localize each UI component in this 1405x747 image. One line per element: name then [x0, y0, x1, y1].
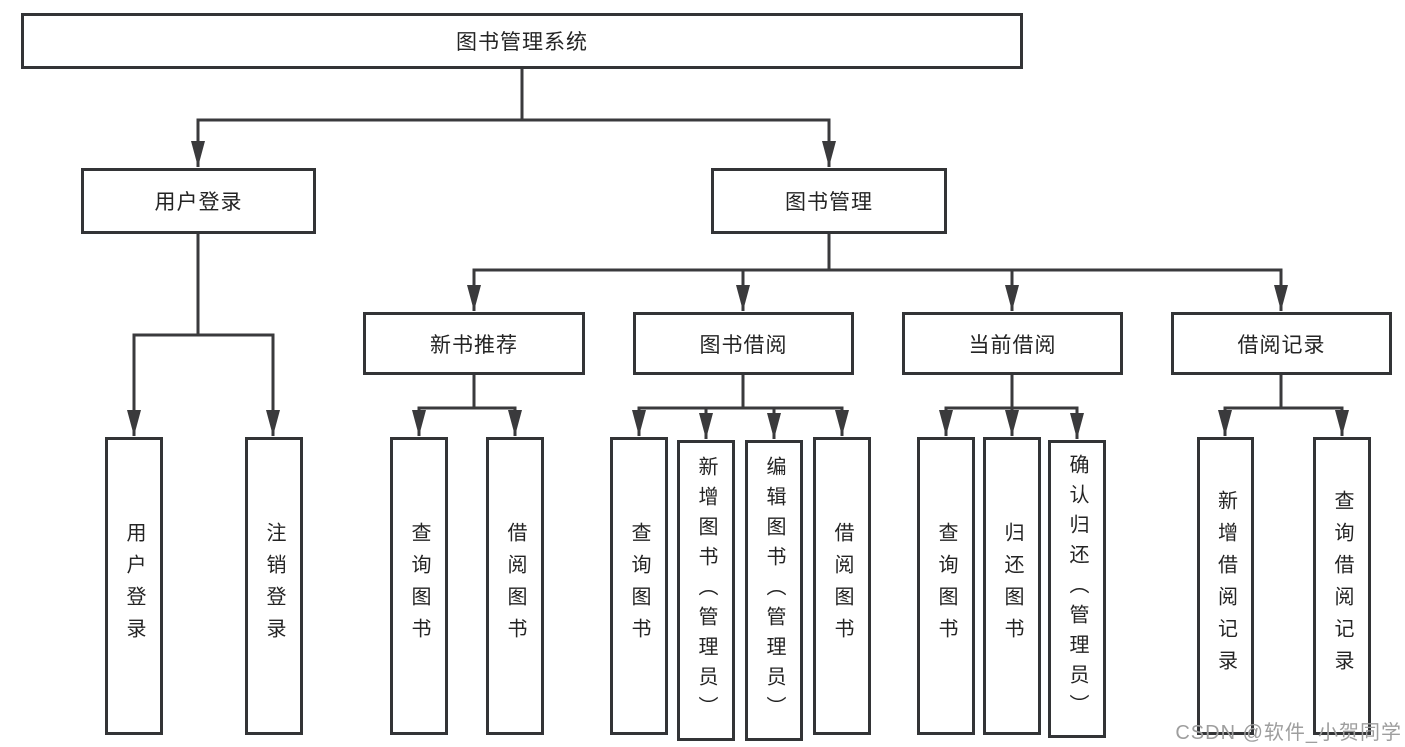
node-label: 用户登录 [154, 191, 243, 214]
node-leaf-query-borrow-record: 查询借阅记录 [1313, 437, 1371, 735]
node-book-management: 图书管理 [711, 168, 947, 234]
node-leaf-confirm-return-admin: 确认归还（管理员） [1048, 440, 1106, 738]
node-leaf-query-books-2: 查询图书 [610, 437, 668, 735]
node-label: 查询借阅记录 [1331, 490, 1353, 682]
node-leaf-return-book: 归还图书 [983, 437, 1041, 735]
node-label: 当前借阅 [968, 333, 1057, 357]
node-leaf-user-login: 用户登录 [105, 437, 163, 735]
node-label: 图书借阅 [699, 333, 788, 357]
node-leaf-borrow-books-2: 借阅图书 [813, 437, 871, 735]
node-leaf-add-borrow-record: 新增借阅记录 [1197, 437, 1254, 735]
node-label: 新增图书（管理员） [695, 455, 717, 726]
node-label: 编辑图书（管理员） [763, 455, 785, 726]
node-user-login: 用户登录 [81, 168, 316, 234]
node-label: 归还图书 [1001, 522, 1023, 650]
node-new-book-recommend: 新书推荐 [363, 312, 585, 375]
node-leaf-edit-book-admin: 编辑图书（管理员） [745, 440, 803, 741]
node-leaf-logout: 注销登录 [245, 437, 303, 735]
csdn-watermark: CSDN @软件_小贺同学 [1175, 722, 1402, 744]
node-label: 查询图书 [408, 522, 430, 650]
node-book-management-system: 图书管理系统 [21, 13, 1023, 69]
node-leaf-query-books-1: 查询图书 [390, 437, 448, 735]
node-current-borrow: 当前借阅 [902, 312, 1123, 375]
node-label: 注销登录 [263, 522, 285, 650]
node-label: 查询图书 [935, 522, 957, 650]
node-label: 借阅记录 [1237, 333, 1326, 357]
node-label: 新书推荐 [430, 333, 518, 357]
node-leaf-borrow-books-1: 借阅图书 [486, 437, 544, 735]
node-book-borrow: 图书借阅 [633, 312, 854, 375]
node-label: 新增借阅记录 [1214, 490, 1237, 682]
node-label: 确认归还（管理员） [1066, 454, 1088, 724]
node-leaf-add-book-admin: 新增图书（管理员） [677, 440, 735, 741]
node-label: 用户登录 [123, 522, 145, 650]
node-label: 图书管理 [785, 191, 873, 214]
node-label: 借阅图书 [504, 522, 526, 650]
node-leaf-query-books-3: 查询图书 [917, 437, 975, 735]
node-label: 借阅图书 [831, 522, 853, 650]
node-label: 图书管理系统 [456, 31, 588, 54]
node-label: 查询图书 [628, 522, 650, 650]
node-borrow-records: 借阅记录 [1171, 312, 1392, 375]
